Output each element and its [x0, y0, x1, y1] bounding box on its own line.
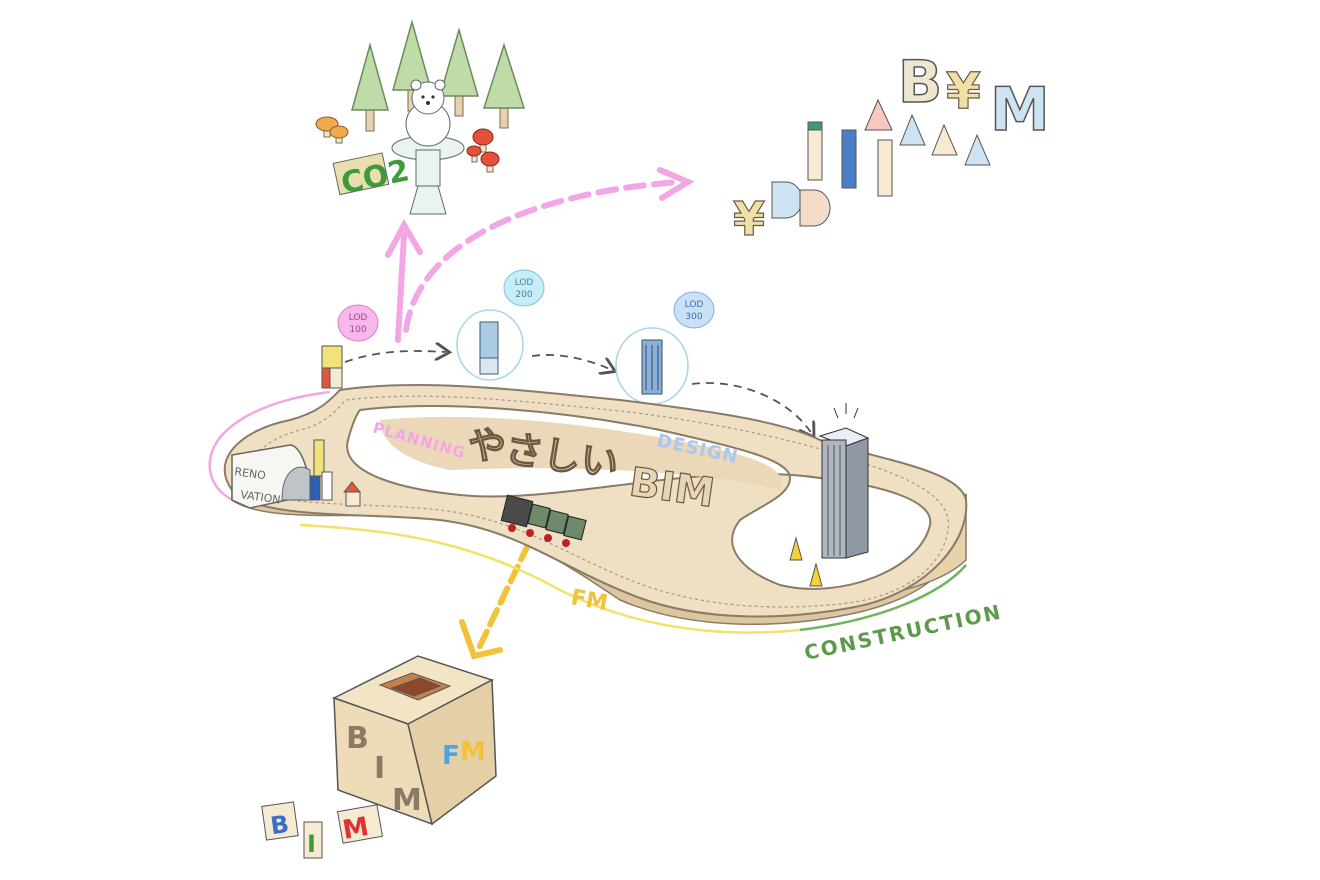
d-block: [771, 181, 831, 227]
cube-letter: I: [374, 751, 385, 786]
lifecycle-arrows: [385, 167, 695, 660]
letter-b-block: B: [898, 48, 942, 116]
bar-blocks: [807, 121, 893, 197]
block-letter: I: [307, 830, 316, 858]
cube-letter: B: [346, 721, 369, 756]
lod200-building: [456, 309, 524, 381]
cube-letter: M: [392, 783, 422, 818]
block-letter: B: [269, 810, 291, 840]
forest-scene: CO2: [315, 19, 526, 215]
lod-bubble: LOD 100: [337, 304, 379, 342]
money-blocks-scene: ¥ B ¥ M: [732, 47, 1050, 246]
bear-icon: [391, 79, 465, 215]
mushroom-icon: [466, 128, 500, 173]
lod-bubble-line1: LOD: [685, 300, 704, 310]
fm-label: FM: [569, 585, 610, 616]
mushroom-icon: [315, 116, 349, 144]
small-buildings: [309, 439, 362, 507]
lod300-building: [615, 327, 689, 405]
tunnel-icon: [231, 444, 311, 509]
tree-icon: [482, 42, 526, 129]
lod-flow: LOD 100 LOD 200 LOD 300: [321, 269, 812, 434]
lod-bubble-line1: LOD: [349, 313, 368, 323]
yen-block: ¥: [733, 192, 765, 246]
triangle-blocks: [864, 98, 991, 166]
renovation-label-line2: VATION: [240, 488, 282, 506]
tree-icon: [439, 27, 479, 117]
lod-bubble-line2: 100: [349, 325, 366, 335]
block-letter: M: [340, 812, 371, 846]
train-icon: [500, 494, 587, 547]
lod100-building: [321, 345, 343, 389]
lod-bubble: LOD 300: [673, 291, 715, 329]
lod-bubble-line2: 300: [685, 312, 702, 322]
lod-bubble-line1: LOD: [515, 278, 534, 288]
cube-letter: F: [442, 741, 460, 771]
tree-icon: [351, 42, 389, 132]
letter-m-block: M: [990, 75, 1050, 145]
lod-bubble: LOD 200: [503, 269, 545, 307]
letter-yen-block: ¥: [946, 62, 981, 120]
tower-building-icon: [818, 403, 870, 559]
renovation-label-line1: RENO: [234, 465, 267, 482]
wooden-cube: B I M F M: [332, 655, 497, 826]
cube-letter: M: [460, 737, 486, 767]
traffic-cone-icon: [789, 536, 823, 587]
letter-blocks: B I M: [261, 801, 384, 859]
train-track-board: RENO VATION: [208, 383, 1004, 665]
co2-blocks: CO2: [332, 152, 412, 202]
lod-bubble-line2: 200: [515, 290, 532, 300]
